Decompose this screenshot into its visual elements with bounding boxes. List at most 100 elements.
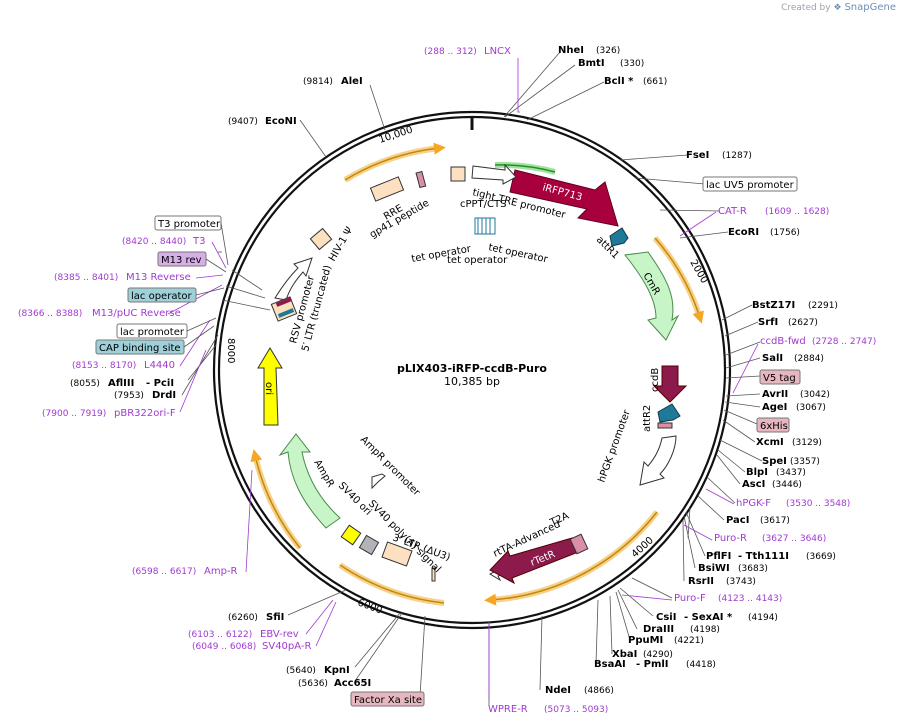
- tet-operator-feature[interactable]: [474, 217, 496, 235]
- primer-pbr322ori-range: (7900 .. 7919): [42, 409, 106, 419]
- svg-text:NheI: NheI: [558, 45, 584, 56]
- primer-amp-r-range: (6598 .. 6617): [132, 567, 196, 577]
- ltr5-feature[interactable]: [270, 296, 298, 322]
- boxed-labels: lac UV5 promoter V5 tag 6xHis T3 promote…: [95, 176, 801, 707]
- rsv-promoter-feature[interactable]: [274, 257, 313, 301]
- enzyme-ndei-pos: (4866): [584, 686, 614, 696]
- plasmid-name: pLIX403-iRFP-ccdB-Puro: [397, 362, 547, 375]
- attr1-feature[interactable]: [609, 227, 629, 247]
- enzyme-pmli: - PmlI: [636, 659, 669, 670]
- cmr-feature[interactable]: [624, 251, 680, 341]
- gp41-feature[interactable]: [415, 170, 427, 189]
- ori-feature[interactable]: [257, 347, 283, 426]
- enzyme-draiii-pos: (4198): [690, 625, 720, 635]
- primer-ebv-rev: EBV-rev: [260, 629, 299, 640]
- enzyme-xcmi-pos: (3129): [792, 438, 822, 448]
- enzyme-bstz17i: BstZ17I: [752, 300, 795, 311]
- enzyme-ecori-pos: (1756): [770, 228, 800, 238]
- attr2-feature[interactable]: [657, 403, 681, 423]
- primer-puro-f: Puro-F: [674, 593, 706, 604]
- hiv-psi-feature[interactable]: [309, 227, 333, 251]
- ccdb-label: ccdB: [650, 368, 661, 392]
- primer-m13-puc-range: (8366 .. 8388): [18, 309, 82, 319]
- enzyme-rsrii: RsrII: [688, 576, 714, 587]
- enzyme-acc65i: Acc65I: [334, 678, 371, 689]
- enzyme-draiii: DraIII: [643, 624, 674, 635]
- created-by-label: Created by: [781, 3, 831, 13]
- v5-tag-box: V5 tag: [763, 373, 796, 384]
- enzyme-pcii: - PciI: [146, 378, 174, 389]
- enzyme-alei-pos: (9814): [303, 77, 333, 87]
- lac-operator-box: lac operator: [131, 291, 192, 302]
- enzyme-bmti-pos: (330): [620, 59, 644, 69]
- enzyme-spei-pos: (3357): [790, 457, 820, 467]
- enzyme-sfii-pos: (6260): [228, 613, 258, 623]
- enzyme-tth111i: - Tth111I: [738, 551, 789, 562]
- ccdb-feature[interactable]: [652, 365, 688, 403]
- enzyme-labels-left: (9814) AleI (9407) EcoNI (8055) AflIII -…: [70, 76, 371, 689]
- enzyme-ppumi-pos: (4221): [674, 636, 704, 646]
- enzyme-agei-pos: (3067): [796, 403, 826, 413]
- enzyme-kpni-pos: (5640): [286, 666, 316, 676]
- lac-promoter-box: lac promoter: [120, 327, 185, 338]
- enzyme-ecori: EcoRI: [728, 227, 759, 238]
- cppt-label: cPPT/CTS: [460, 199, 506, 210]
- cppt-feature[interactable]: [450, 166, 466, 182]
- primer-hpgk-f-range: (3530 .. 3548): [786, 499, 850, 509]
- primer-puro-r-range: (3627 .. 3646): [762, 534, 826, 544]
- enzyme-labels-right: NheI (326) BmtI (330) BclI * (661) FseI …: [545, 45, 838, 696]
- enzyme-bsaai-pos: (4418): [686, 660, 716, 670]
- enzyme-csii-pos: (4194): [748, 613, 778, 623]
- enzyme-fsei: FseI: [686, 150, 709, 161]
- enzyme-bstz17i-pos: (2291): [808, 301, 838, 311]
- primer-wpre-r: WPRE-R: [488, 704, 528, 715]
- tight-tre-promoter-feature[interactable]: [471, 163, 517, 185]
- enzyme-xbai: XbaI: [612, 649, 637, 660]
- primer-t3: T3: [192, 236, 205, 247]
- primer-puro-f-range: (4123 .. 4143): [718, 594, 782, 604]
- enzyme-bmti: BmtI: [578, 58, 605, 69]
- factor-xa-box: Factor Xa site: [354, 695, 422, 706]
- enzyme-pflfi: PflFI: [706, 551, 731, 562]
- v5-tag-feature[interactable]: [657, 422, 673, 429]
- enzyme-bsaai: BsaAI: [594, 659, 626, 670]
- primer-lncx-range: (288 .. 312): [424, 47, 477, 57]
- primer-cat-r-range: (1609 .. 1628): [765, 207, 829, 217]
- primer-pbr322ori: pBR322ori-F: [114, 408, 176, 419]
- plasmid-length: 10,385 bp: [444, 375, 500, 388]
- enzyme-ppumi: PpuMI: [628, 635, 663, 646]
- ruler-6000: 6000: [356, 597, 384, 616]
- sv40-promoter-yellow[interactable]: [340, 524, 362, 546]
- sv40-ori-feature[interactable]: [358, 534, 380, 556]
- irfp713-feature[interactable]: [509, 169, 619, 227]
- primer-m13-reverse: M13 Reverse: [126, 272, 191, 283]
- rre-feature[interactable]: [369, 176, 405, 202]
- ltr3-feature[interactable]: [431, 567, 436, 582]
- primer-puro-r: Puro-R: [714, 533, 747, 544]
- enzyme-bsiwi-pos: (3683): [738, 564, 768, 574]
- primer-m13-puc: M13/pUC Reverse: [92, 308, 181, 319]
- enzyme-acc65i-pos: (5636): [298, 679, 328, 689]
- primer-hpgk-f: hPGK-F: [736, 498, 771, 509]
- ampr-promoter-feature[interactable]: [371, 473, 386, 490]
- primer-ccdb-fwd-range: (2728 .. 2747): [812, 337, 876, 347]
- t2a-feature[interactable]: [569, 533, 589, 555]
- enzyme-asci: AscI: [742, 479, 765, 490]
- primer-sv40pa-r: SV40pA-R: [262, 641, 311, 652]
- primer-lncx: LNCX: [484, 46, 511, 57]
- enzyme-paci: PacI: [726, 515, 749, 526]
- enzyme-csii: CsiI: [656, 612, 676, 623]
- enzyme-econi: EcoNI: [265, 116, 297, 127]
- sv40-polya-feature[interactable]: [381, 541, 413, 567]
- primer-t3-range: (8420 .. 8440): [122, 237, 186, 247]
- enzyme-econi-pos: (9407): [228, 117, 258, 127]
- hpgk-promoter-feature[interactable]: [639, 435, 677, 486]
- hpgk-label: hPGK promoter: [596, 408, 633, 484]
- attr2-label: attR2: [642, 405, 653, 432]
- enzyme-blpi-pos: (3437): [776, 468, 806, 478]
- m13-rev-box: M13 rev: [161, 255, 202, 266]
- primer-labels: (288 .. 312) LNCX CAT-R (1609 .. 1628) c…: [18, 46, 876, 715]
- enzyme-sali-pos: (2884): [794, 354, 824, 364]
- ampr-feature[interactable]: [278, 433, 341, 529]
